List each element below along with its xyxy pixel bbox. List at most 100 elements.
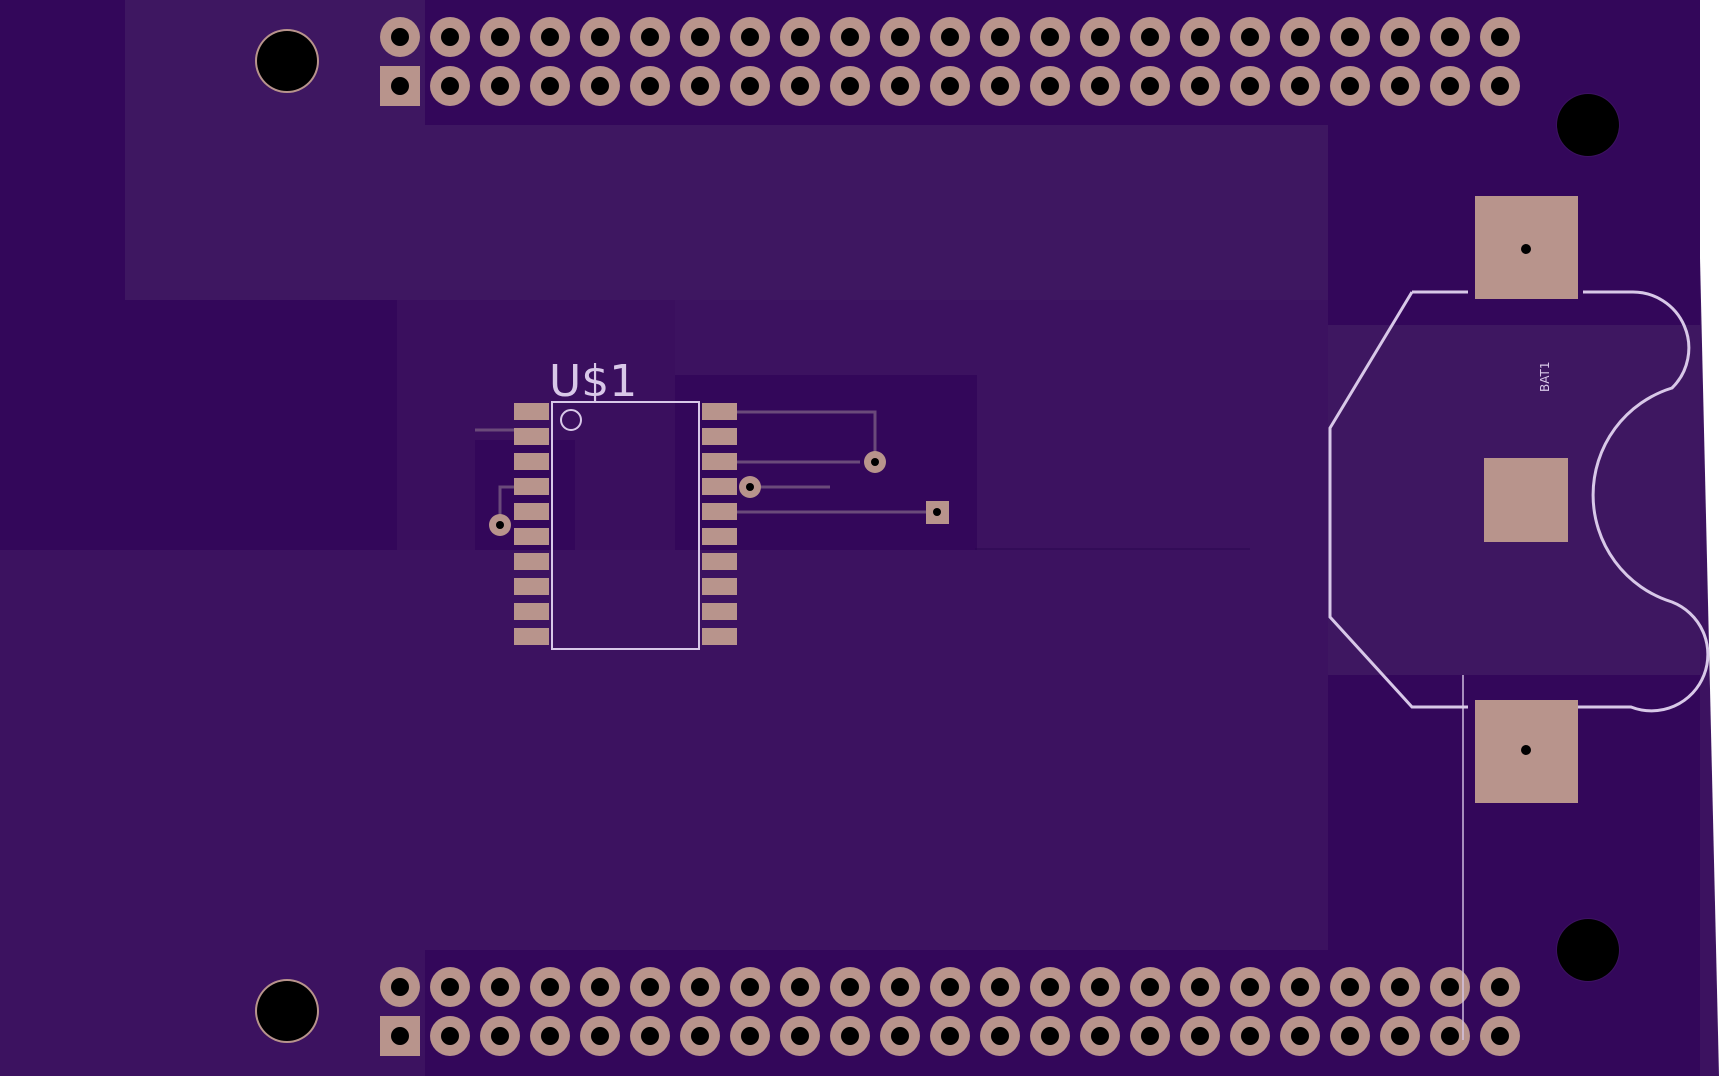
drill-hole	[841, 77, 859, 95]
drill-hole	[1441, 978, 1459, 996]
drill-hole	[391, 1027, 409, 1045]
ic-pad-right	[702, 478, 737, 495]
drill-hole	[1291, 978, 1309, 996]
drill-hole	[591, 978, 609, 996]
ic-pad-left	[514, 628, 549, 645]
drill-hole	[1191, 978, 1209, 996]
drill-hole	[441, 28, 459, 46]
drill-hole	[741, 77, 759, 95]
drill-hole	[1141, 77, 1159, 95]
bat1-label: BAT1	[1538, 362, 1552, 392]
drill-hole	[891, 1027, 909, 1045]
battery-pad-center	[1484, 458, 1568, 542]
ic-pad-left	[514, 403, 549, 420]
drill-hole	[691, 978, 709, 996]
drill-hole	[1091, 1027, 1109, 1045]
drill-hole	[741, 1027, 759, 1045]
drill-hole	[641, 1027, 659, 1045]
drill-hole	[541, 978, 559, 996]
drill-hole	[1391, 1027, 1409, 1045]
drill-hole	[691, 28, 709, 46]
drill-hole	[991, 77, 1009, 95]
drill-hole	[1091, 28, 1109, 46]
drill-hole	[641, 28, 659, 46]
drill-hole	[541, 1027, 559, 1045]
drill-hole	[941, 77, 959, 95]
drill-hole	[741, 28, 759, 46]
drill-hole	[1341, 1027, 1359, 1045]
drill-hole	[541, 77, 559, 95]
drill-hole	[991, 978, 1009, 996]
ic-pad-right	[702, 503, 737, 520]
ic-u1: U$1	[514, 356, 737, 650]
drill-hole	[1141, 978, 1159, 996]
drill-hole	[791, 978, 809, 996]
ic-u1-outline	[551, 401, 700, 650]
drill-hole	[1241, 1027, 1259, 1045]
drill-hole	[1091, 978, 1109, 996]
ic-pad-left	[514, 553, 549, 570]
drill-hole	[791, 77, 809, 95]
drill-hole	[891, 978, 909, 996]
drill-hole	[891, 77, 909, 95]
drill-hole	[1141, 28, 1159, 46]
ic-pad-left	[514, 528, 549, 545]
drill-hole	[741, 978, 759, 996]
drill-hole	[591, 1027, 609, 1045]
drill-hole	[1041, 28, 1059, 46]
drill-hole	[791, 28, 809, 46]
drill-hole	[1291, 28, 1309, 46]
drill-hole	[391, 978, 409, 996]
drill-hole	[1491, 77, 1509, 95]
drill-hole	[441, 978, 459, 996]
drill-hole	[941, 28, 959, 46]
drill-hole	[1241, 77, 1259, 95]
drill-hole	[791, 1027, 809, 1045]
drill-hole	[841, 28, 859, 46]
drill-hole	[1041, 77, 1059, 95]
drill-hole	[391, 77, 409, 95]
drill-hole	[1141, 1027, 1159, 1045]
ic-pad-left	[514, 603, 549, 620]
drill-hole	[1291, 77, 1309, 95]
ic-pad-right	[702, 578, 737, 595]
ic-pad-left	[514, 578, 549, 595]
drill-hole	[1341, 28, 1359, 46]
drill-hole	[441, 77, 459, 95]
drill-hole	[941, 978, 959, 996]
drill-hole	[1191, 1027, 1209, 1045]
drill-hole	[641, 77, 659, 95]
drill-hole	[841, 1027, 859, 1045]
ic-u1-label: U$1	[549, 356, 637, 407]
mounting-holes	[255, 29, 1620, 1043]
drill-hole	[1441, 28, 1459, 46]
battery-outline	[1328, 290, 1710, 713]
drill-hole	[491, 77, 509, 95]
ic-pad-right	[702, 628, 737, 645]
drill-hole	[1391, 77, 1409, 95]
ic-pad-right	[702, 453, 737, 470]
drill-hole	[1341, 978, 1359, 996]
drill-hole	[1191, 28, 1209, 46]
drill-hole	[1391, 28, 1409, 46]
pin1-marker	[560, 409, 582, 431]
drill-hole	[1041, 978, 1059, 996]
ic-pad-right	[702, 553, 737, 570]
drill-hole	[641, 978, 659, 996]
drill-hole	[1041, 1027, 1059, 1045]
vias	[489, 451, 949, 536]
drill-hole	[591, 28, 609, 46]
drill-hole	[1191, 77, 1209, 95]
drill-hole	[1491, 28, 1509, 46]
drill-hole	[991, 1027, 1009, 1045]
drill-hole	[991, 28, 1009, 46]
drill-hole	[391, 28, 409, 46]
ic-pad-right	[702, 603, 737, 620]
ic-pad-right	[702, 428, 737, 445]
drill-hole	[1091, 77, 1109, 95]
ic-pad-left	[514, 503, 549, 520]
battery-holder-bat1: BAT1	[1328, 196, 1710, 1040]
drill-hole	[1341, 77, 1359, 95]
ic-pad-right	[702, 403, 737, 420]
